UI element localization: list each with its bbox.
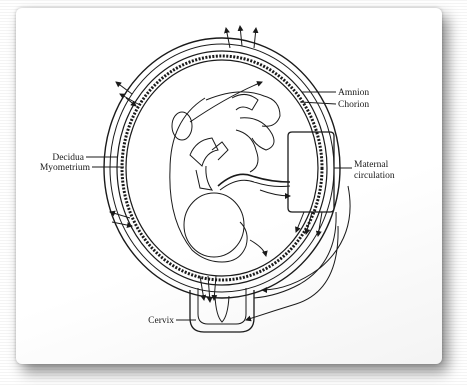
uterine-wall xyxy=(104,38,340,298)
fetus-illustration xyxy=(170,92,290,262)
label-amnion: Amnion xyxy=(338,88,369,98)
label-decidua: Decidua xyxy=(52,153,84,163)
label-cervix: Cervix xyxy=(148,316,174,326)
label-chorion: Chorion xyxy=(338,100,369,110)
label-maternal: Maternal xyxy=(354,160,389,170)
label-myometrium: Myometrium xyxy=(40,163,91,173)
label-circulation: circulation xyxy=(354,171,395,181)
cervix-structure xyxy=(190,288,254,332)
